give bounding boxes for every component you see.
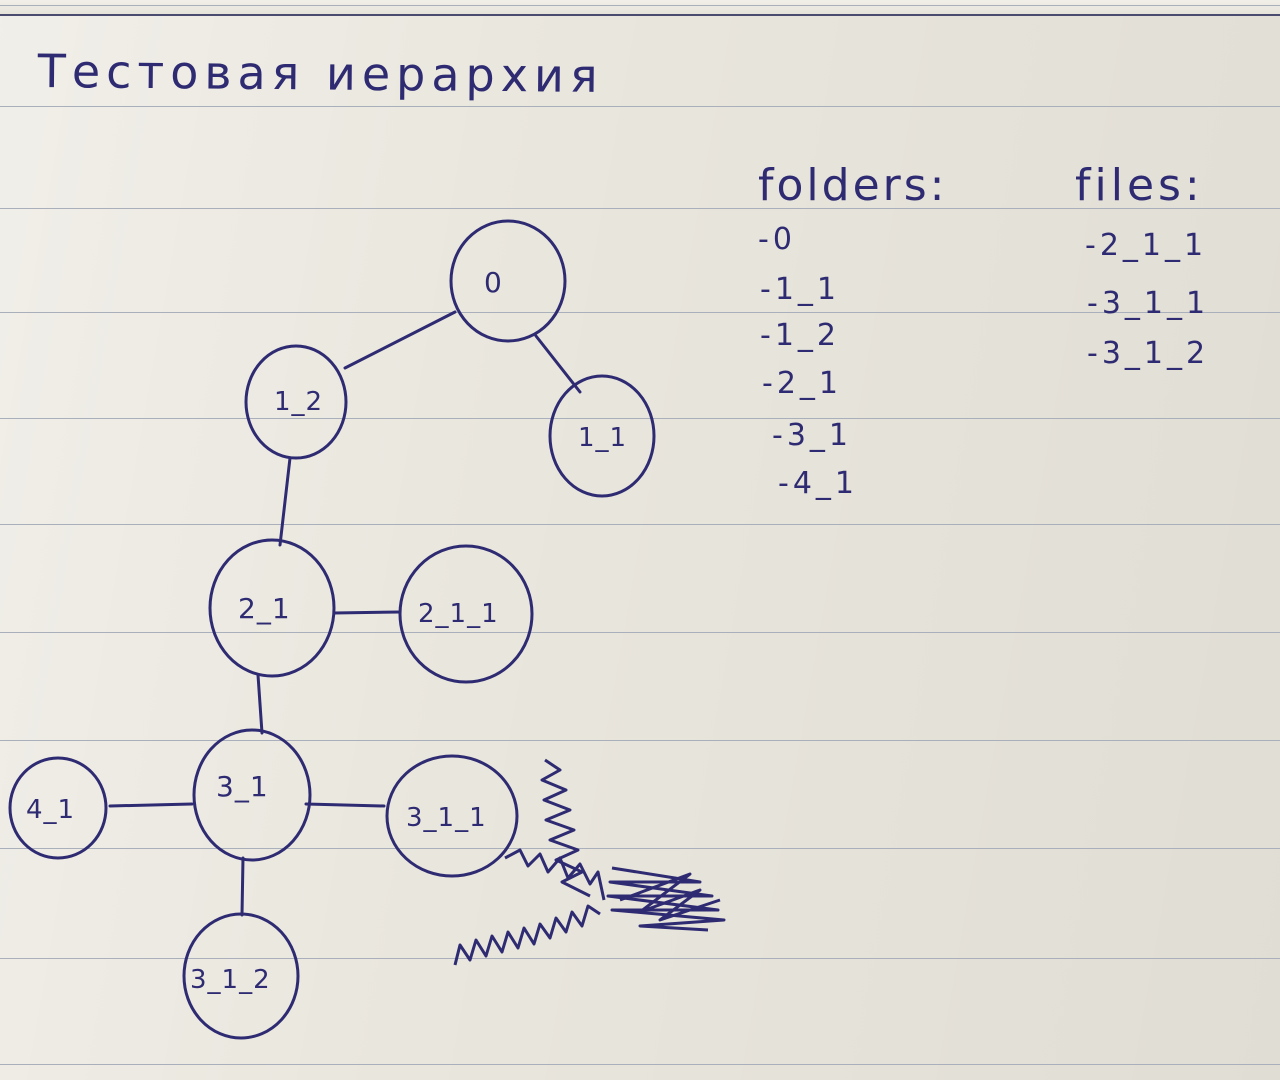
tree-edge <box>108 802 194 808</box>
tree-node <box>398 544 534 684</box>
ruled-line <box>0 312 1280 313</box>
node-label: 1_1 <box>578 423 627 453</box>
file-item: -3_1_2 <box>1087 336 1210 371</box>
tree-edge <box>332 610 402 615</box>
folders-heading: folders: <box>758 160 948 211</box>
tree-node <box>192 728 312 862</box>
ruled-line <box>0 848 1280 849</box>
tree-edge <box>534 334 582 394</box>
ruled-line <box>0 5 1280 6</box>
folder-item: -2_1 <box>762 366 842 401</box>
node-label: 0 <box>484 266 503 299</box>
ruled-line <box>0 958 1280 959</box>
ruled-line <box>0 632 1280 633</box>
ruled-line <box>0 208 1280 209</box>
tree-edge <box>343 310 457 370</box>
folder-item: -0 <box>758 222 796 257</box>
tree-node <box>548 374 656 498</box>
paper-top-edge <box>0 0 1280 16</box>
folder-item: -4_1 <box>778 466 858 501</box>
tree-edge <box>256 673 264 735</box>
scribble-mark <box>453 758 726 966</box>
node-label: 3_1_2 <box>190 965 271 995</box>
tree-edge <box>240 856 245 917</box>
folder-item: -1_1 <box>760 272 840 307</box>
files-heading: files: <box>1075 160 1204 211</box>
tree-edge <box>304 802 386 808</box>
node-label: 2_1_1 <box>418 599 499 629</box>
tree-node <box>385 754 519 878</box>
node-label: 3_1_1 <box>406 803 487 833</box>
node-label: 1_2 <box>274 387 323 417</box>
ruled-line <box>0 106 1280 107</box>
folder-item: -1_2 <box>760 318 840 353</box>
tree-node <box>208 538 336 678</box>
file-item: -3_1_1 <box>1087 286 1210 321</box>
folder-item: -3_1 <box>772 418 852 453</box>
ruled-line <box>0 524 1280 525</box>
tree-node <box>182 912 300 1040</box>
tree-edge <box>278 456 292 547</box>
tree-node <box>244 344 348 460</box>
node-label: 4_1 <box>26 795 75 825</box>
node-label: 2_1 <box>238 592 291 625</box>
node-label: 3_1 <box>216 770 269 803</box>
tree-node <box>8 756 108 860</box>
ruled-line <box>0 740 1280 741</box>
ruled-line <box>0 418 1280 419</box>
file-item: -2_1_1 <box>1085 228 1208 263</box>
ruled-line <box>0 1064 1280 1065</box>
tree-node <box>449 219 567 343</box>
